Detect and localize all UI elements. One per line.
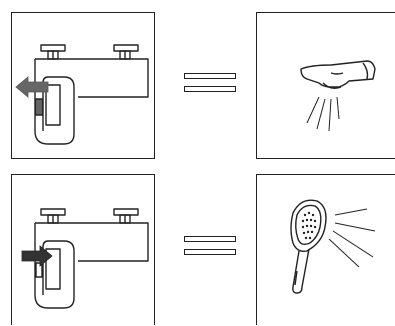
water-flow-lines (306, 96, 340, 132)
diverter-knob (35, 98, 43, 116)
hand-shower-illustration (290, 199, 376, 294)
bath-spout-illustration (300, 60, 376, 132)
diverter-knob (35, 262, 43, 278)
left-handle-cap (40, 208, 66, 216)
hand-shower-head (290, 199, 327, 253)
pull-arrow-left (15, 76, 49, 98)
mixer-body (35, 58, 149, 98)
spray-nozzles (301, 211, 317, 240)
equals-sign (184, 236, 236, 261)
diverter-lever (34, 223, 75, 309)
mixer-diverter-pulled-illustration (15, 44, 149, 145)
lever-slot (45, 84, 61, 126)
bath-spout-output-panel (256, 12, 395, 159)
mixer-diverter-pushed-panel (11, 174, 155, 325)
water-spray-lines (328, 208, 376, 268)
mixer-diverter-pushed-illustration (21, 208, 149, 309)
right-handle-cap (113, 44, 139, 52)
mixer-diverter-pulled-panel (11, 12, 155, 159)
left-handle-cap (40, 44, 66, 52)
lever-slot (45, 248, 61, 290)
hand-shower-output-panel (256, 174, 395, 325)
bath-spout-body (300, 60, 376, 88)
mixer-body (35, 222, 149, 262)
equals-sign (184, 73, 236, 98)
push-arrow-right (21, 245, 53, 267)
hand-shower-handle (292, 248, 310, 294)
right-handle-cap (113, 208, 139, 216)
diverter-lever (34, 59, 75, 145)
